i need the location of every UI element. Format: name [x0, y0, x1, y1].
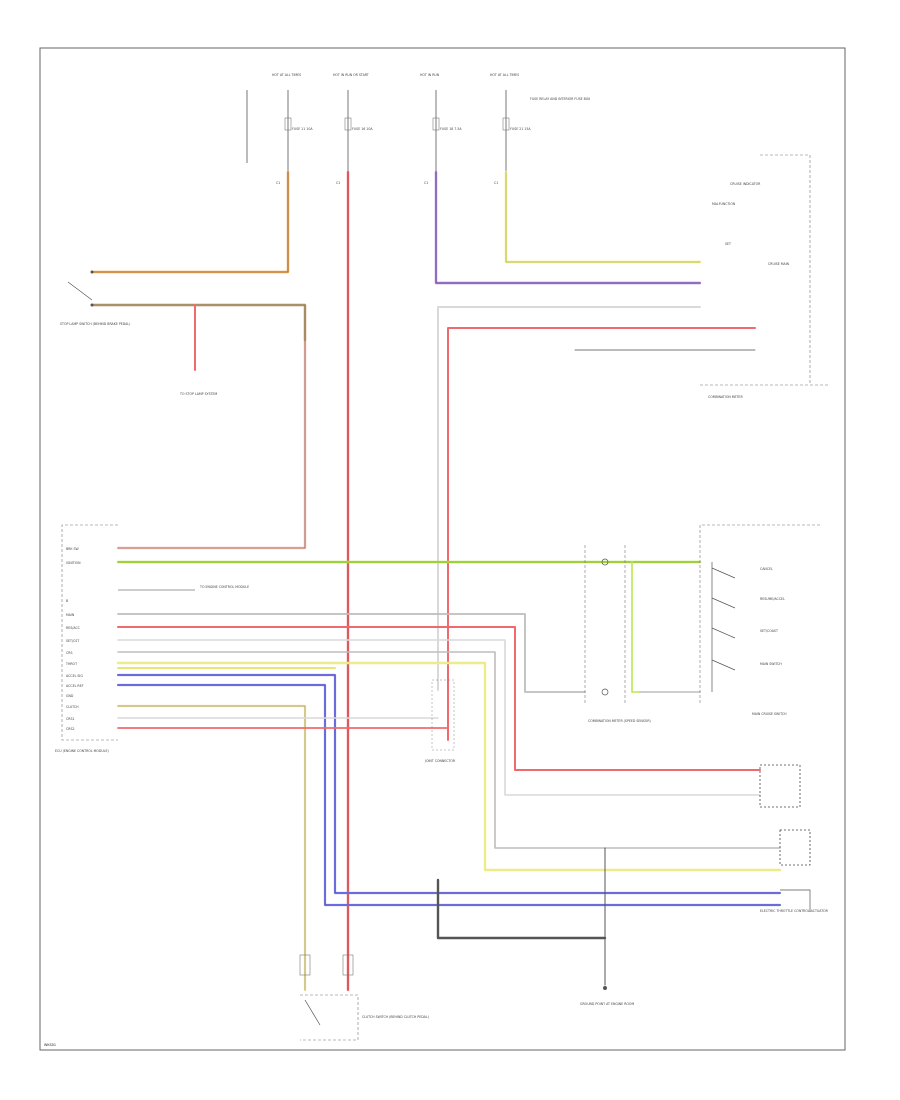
- wire-yellow-top: [504, 170, 702, 264]
- wires: [90, 170, 782, 992]
- wire-yellow-2: [116, 661, 782, 872]
- stop-lamp-system-label: TO STOP LAMP SYSTEM: [179, 392, 218, 396]
- ecu-pin-3: MAIN: [66, 613, 75, 617]
- fuse-head-2-fuse: FUSE 16 10A: [352, 127, 373, 131]
- fuse-head-3-fuse: FUSE 18 7.5A: [440, 127, 462, 131]
- svg-text:C1: C1: [494, 181, 498, 185]
- stop-lamp-switch: STOP LAMP SWITCH (BEHIND BRAKE PEDAL) TO…: [60, 270, 218, 396]
- meter-label-cruise-indicator: CRUISE INDICATOR: [730, 182, 761, 186]
- diagram-id: WKS01: [44, 1043, 56, 1047]
- fuse-box-note: FUSE RELAY AND INTERIOR FUSE BOX: [530, 97, 591, 101]
- ecu-pin-11: CLUTCH: [66, 705, 79, 709]
- main-cruise-switch-label: MAIN CRUISE SWITCH: [752, 712, 787, 716]
- svg-text:C1: C1: [336, 181, 340, 185]
- wire-purple: [434, 170, 702, 285]
- switch-label-main: MAIN SWITCH: [760, 662, 782, 666]
- svg-text:C1: C1: [424, 181, 428, 185]
- wire-black-ground: [436, 878, 607, 940]
- ecu-pin-9: ACCEL REF: [66, 684, 84, 688]
- ecu-pin-5: SET/CST: [66, 639, 79, 643]
- meter-label-malfunction: MALFUNCTION: [712, 202, 736, 206]
- fuse-head-3-title: HOT IN RUN: [420, 73, 440, 77]
- fuse-head-4-title: HOT AT ALL TIMES: [490, 73, 519, 77]
- ecu-pin-4: RES/ACC: [66, 626, 81, 630]
- ecu-pin-labels: BRK SW IGNITION B MAIN RES/ACC SET/CST C…: [65, 547, 84, 731]
- wire-tan-brake: [90, 303, 307, 550]
- brake-switch-connector-label: ELECTRIC THROTTLE CONTROL ACTUATOR: [760, 909, 829, 913]
- ecu-pin-10: GND: [66, 694, 74, 698]
- wire-red-2: [117, 626, 761, 771]
- ecu-pin-7: THROT: [65, 662, 77, 666]
- clutch-switch-label: CLUTCH SWITCH (BEHIND CLUTCH PEDAL): [362, 1015, 429, 1019]
- fuse-head-1-title: HOT AT ALL TIMES: [272, 73, 301, 77]
- fuse-head-1-fuse: FUSE 11 10A: [292, 127, 313, 131]
- to-ecu-note: TO ENGINE CONTROL MODULE: [199, 585, 249, 589]
- joint-connector: JOINT CONNECTOR: [424, 679, 456, 763]
- wire-red-meter: [447, 327, 756, 741]
- fuse-heads: HOT AT ALL TIMES FUSE 11 10A HOT IN RUN …: [246, 73, 591, 185]
- ecu-pin-6: CRS: [66, 651, 72, 655]
- wire-gray-meter: [437, 306, 701, 691]
- meter-label-cruise-main: CRUISE MAIN: [768, 262, 790, 266]
- svg-text:C1: C1: [276, 181, 280, 185]
- switch-label-set: SET/COAST: [760, 629, 778, 633]
- ecu-pin-1: IGNITION: [66, 561, 81, 565]
- wire-gray-3: [117, 651, 781, 849]
- wire-gray-2: [117, 639, 761, 796]
- wire-gray-1: [117, 613, 586, 693]
- ground-note: GROUND POINT AT ENGINE ROOM: [580, 1002, 634, 1006]
- switch-label-cancel: CANCEL: [760, 567, 773, 571]
- combination-meter-label: COMBINATION METER: [708, 395, 743, 399]
- diagram-border: [39, 47, 846, 1051]
- ecu-pin-2: B: [66, 599, 68, 603]
- switch-label-resume: RESUME/ACCEL: [760, 597, 785, 601]
- ecu: ECU (ENGINE CONTROL MODULE) BRK SW IGNIT…: [55, 524, 249, 753]
- fuse-head-2-title: HOT IN RUN OR START: [333, 73, 369, 77]
- ecu-pin-13: CRS2: [66, 727, 75, 731]
- clutch-switch: CLUTCH SWITCH (BEHIND CLUTCH PEDAL): [299, 954, 429, 1041]
- combination-meter: COMBINATION METER MALFUNCTION CRUISE IND…: [700, 154, 830, 399]
- ecu-pin-0: BRK SW: [66, 547, 80, 551]
- ecu-label: ECU (ENGINE CONTROL MODULE): [55, 749, 109, 753]
- wire-tan-clutch: [116, 704, 307, 992]
- ground: GROUND POINT AT ENGINE ROOM: [580, 986, 634, 1006]
- speed-sensor: COMBINATION METER (SPEED SENSOR): [584, 545, 651, 723]
- stop-lamp-switch-label: STOP LAMP SWITCH (BEHIND BRAKE PEDAL): [60, 322, 130, 326]
- fuse-head-4-fuse: FUSE 21 15A: [510, 127, 531, 131]
- main-cruise-switch: CANCEL RESUME/ACCEL SET/COAST MAIN SWITC…: [699, 524, 820, 716]
- ecu-pin-8: ACCEL SIG: [66, 674, 83, 678]
- wire-orange-stop: [90, 170, 290, 274]
- speed-sensor-label: COMBINATION METER (SPEED SENSOR): [588, 719, 651, 723]
- ecu-pin-12: CRS1: [66, 717, 75, 721]
- joint-connector-label: JOINT CONNECTOR: [424, 759, 456, 763]
- right-connectors: ELECTRIC THROTTLE CONTROL ACTUATOR: [759, 764, 829, 913]
- meter-label-set: SET: [725, 242, 731, 246]
